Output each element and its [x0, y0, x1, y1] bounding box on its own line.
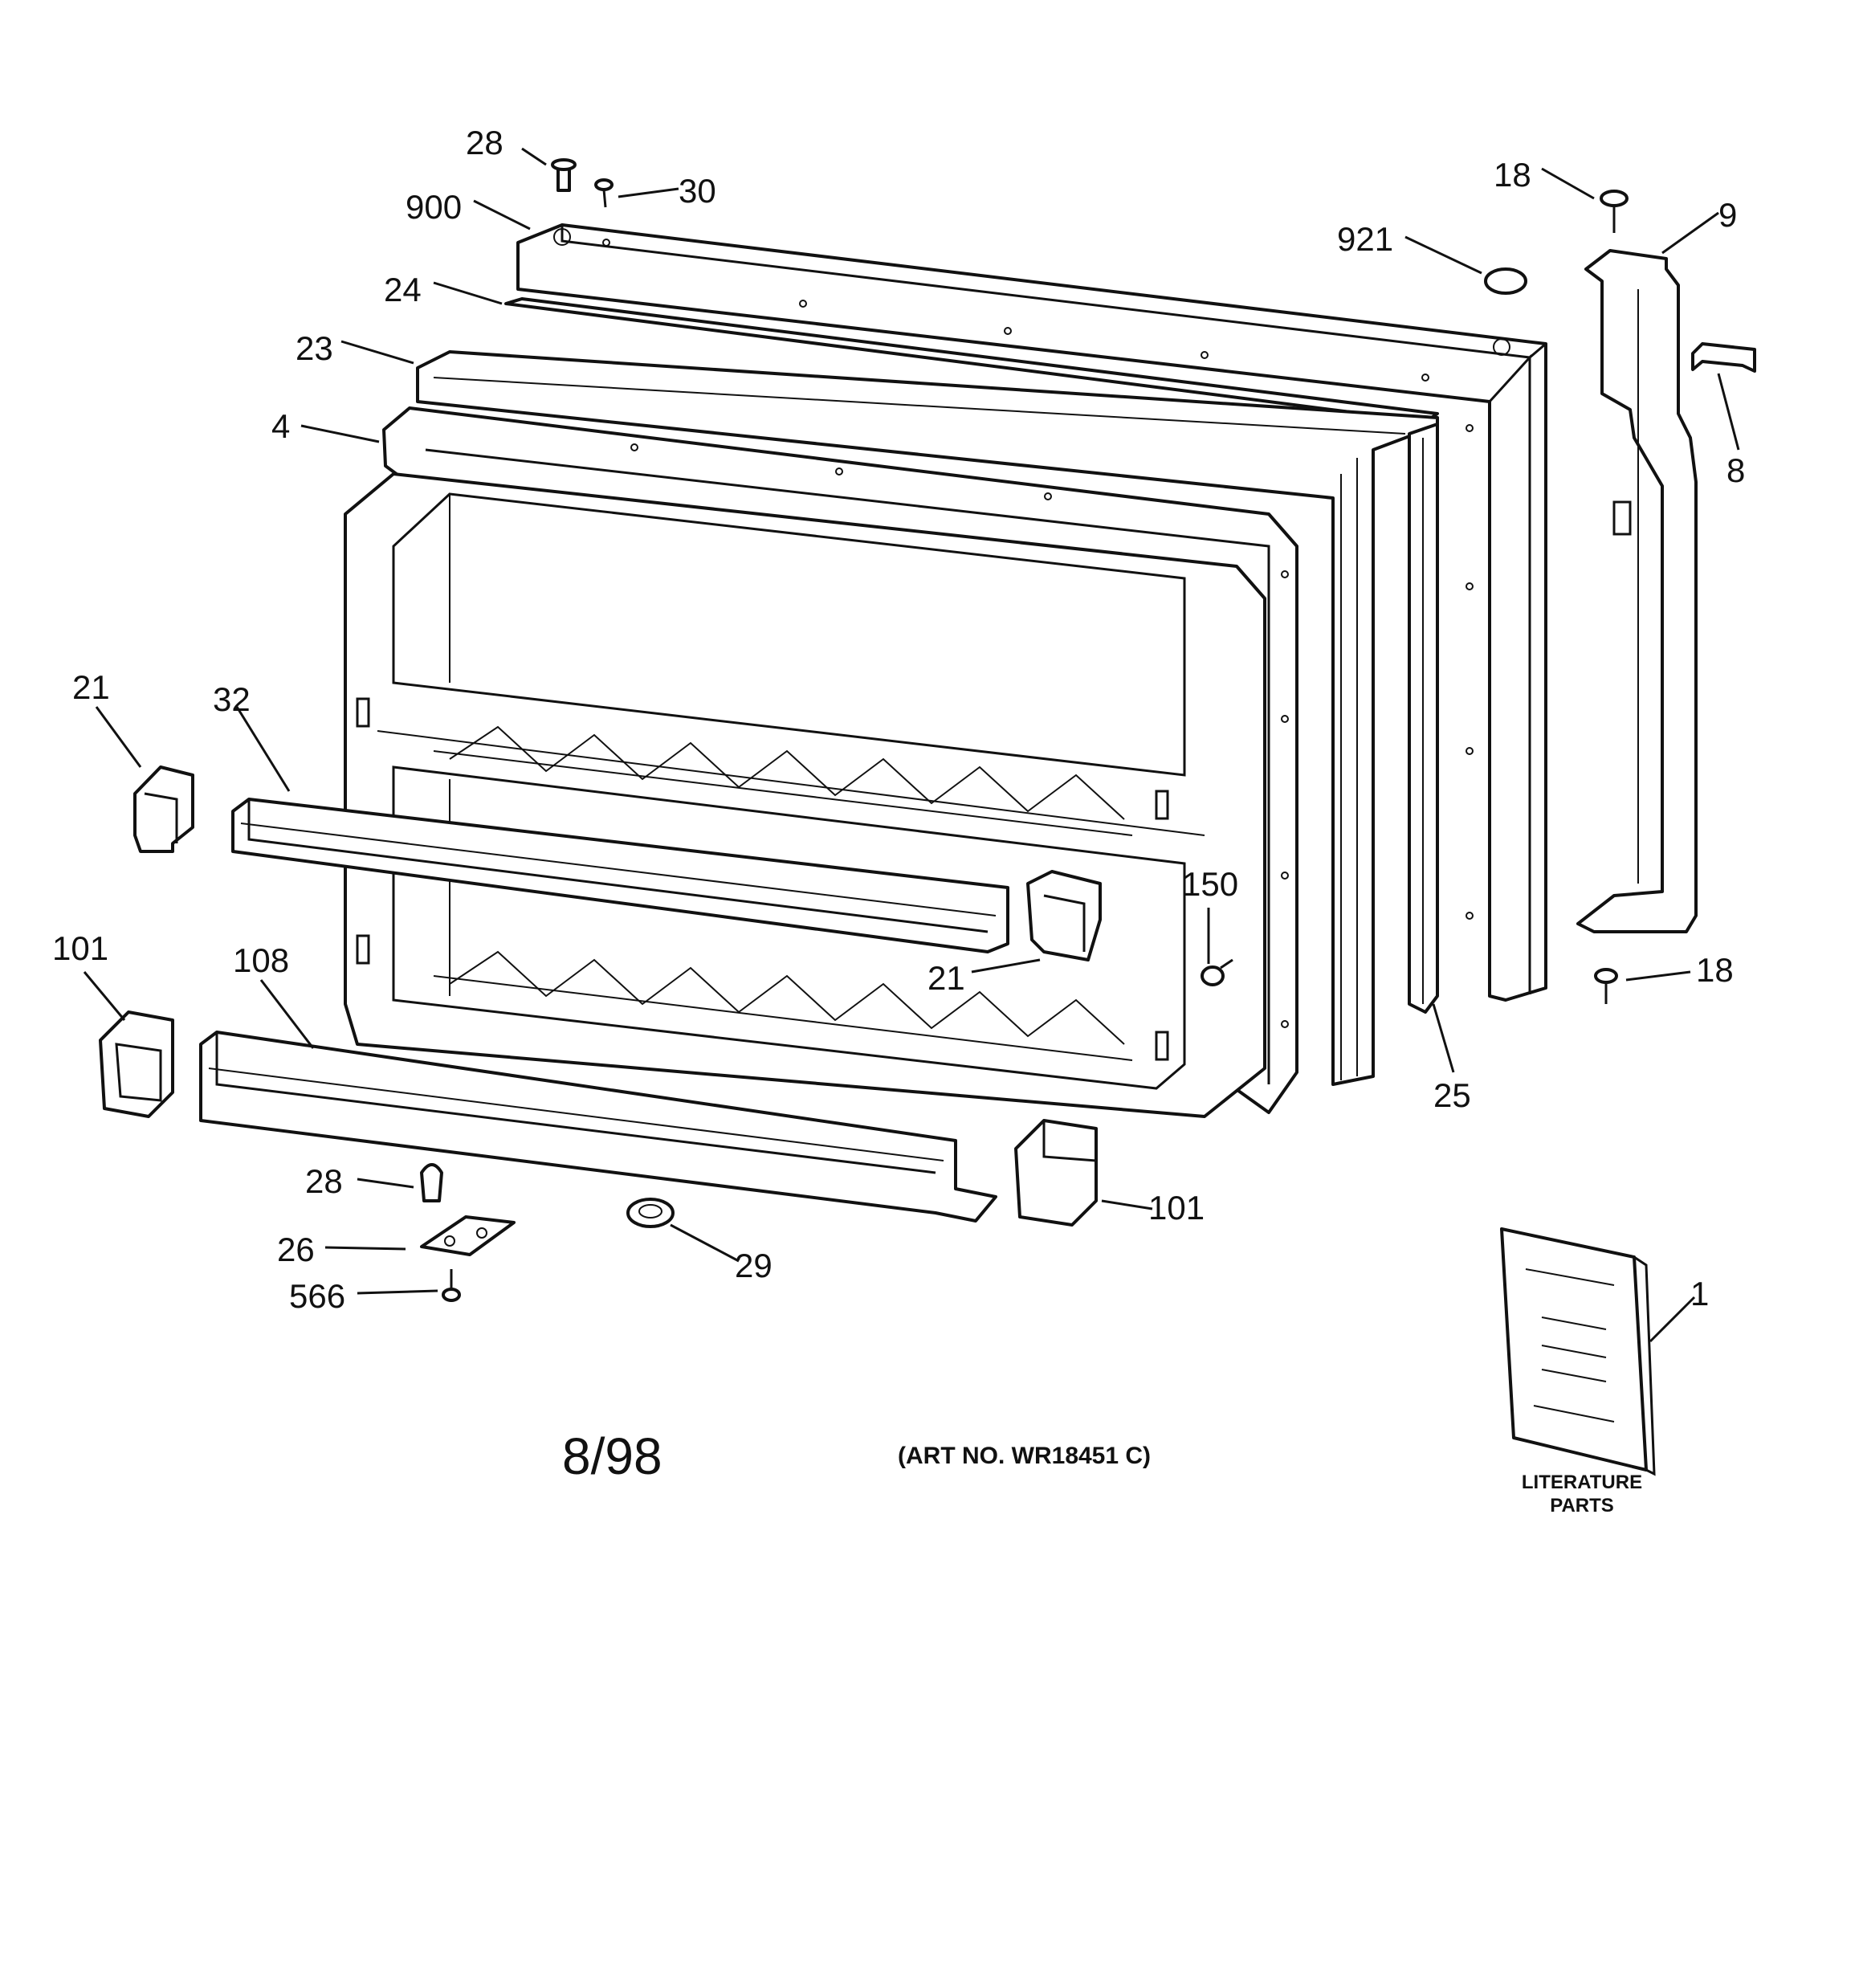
callout-108: 108 — [233, 941, 289, 979]
callout-4: 4 — [271, 407, 290, 445]
callout-18-bottom: 18 — [1696, 951, 1734, 989]
callout-24: 24 — [384, 271, 422, 308]
part-handle-cap — [1691, 342, 1756, 373]
callout-21-right: 21 — [927, 959, 965, 997]
part-screw-18-bottom — [1594, 968, 1618, 1004]
part-literature-booklet — [1500, 1227, 1656, 1476]
callout-921: 921 — [1337, 220, 1393, 258]
part-plate-26 — [420, 1215, 516, 1256]
callout-23: 23 — [296, 329, 333, 367]
art-number: (ART NO. WR18451 C) — [898, 1443, 1151, 1469]
part-screw-28-top — [551, 158, 577, 192]
part-outer-door-panel — [516, 223, 1547, 1002]
literature-label-line1: LITERATURE — [1522, 1472, 1642, 1493]
revision-date: 8/98 — [562, 1427, 662, 1485]
callout-101-left: 101 — [52, 929, 108, 967]
callout-21-left: 21 — [72, 668, 110, 706]
callout-25: 25 — [1433, 1076, 1471, 1114]
part-shelf-clip-right — [1026, 870, 1102, 961]
part-inner-liner — [344, 472, 1266, 1118]
shelf-ribs-lower — [433, 950, 1133, 1061]
callout-26: 26 — [277, 1231, 315, 1268]
callout-1: 1 — [1690, 1275, 1709, 1312]
callout-28-bottom: 28 — [305, 1162, 343, 1200]
shelf-ribs-upper — [433, 725, 1133, 836]
part-door-handle — [1576, 249, 1698, 933]
callout-8: 8 — [1726, 451, 1745, 489]
leader-lines — [83, 147, 1740, 1343]
callout-28-top: 28 — [466, 124, 503, 161]
part-lower-shelf-bar — [199, 1031, 997, 1223]
callout-150: 150 — [1182, 865, 1238, 903]
part-breaker-strip — [1408, 423, 1439, 1014]
callout-18-top: 18 — [1494, 156, 1531, 194]
part-shelf-clip-left — [133, 765, 194, 853]
callout-labels: 28 30 900 24 23 4 18 9 921 8 21 32 150 2… — [52, 124, 1745, 1315]
literature-label-line2: PARTS — [1550, 1495, 1614, 1517]
part-screw-30 — [594, 178, 614, 208]
part-screw-566 — [442, 1269, 461, 1302]
callout-101-right: 101 — [1148, 1189, 1205, 1227]
callout-32: 32 — [213, 680, 251, 718]
part-screw-28-bottom — [420, 1163, 443, 1202]
callout-30: 30 — [679, 172, 716, 210]
part-upper-shelf-bar — [231, 798, 1009, 953]
part-top-trim-strip — [504, 297, 1439, 423]
callout-566: 566 — [289, 1277, 345, 1315]
callout-9: 9 — [1718, 196, 1737, 234]
part-end-cap-right — [1014, 1119, 1098, 1227]
part-plug-921 — [1484, 267, 1527, 295]
part-bumper-29 — [626, 1198, 675, 1228]
part-screw-18-top — [1600, 190, 1629, 233]
callout-900: 900 — [406, 188, 462, 226]
part-end-cap-left — [99, 1010, 174, 1118]
callout-29: 29 — [735, 1247, 773, 1284]
part-door-gasket — [416, 350, 1439, 1086]
part-screw-150 — [1201, 958, 1233, 986]
